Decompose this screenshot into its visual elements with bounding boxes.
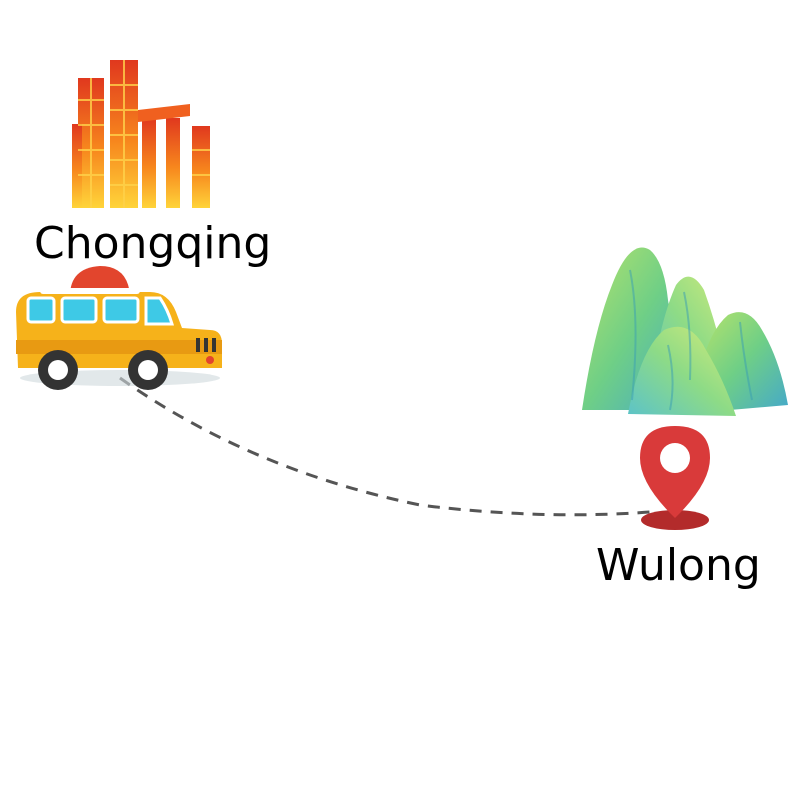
mountains-icon [582,247,788,416]
origin-label: Chongqing [34,218,272,269]
route-line [119,376,651,517]
destination-label: Wulong [596,540,761,591]
car-icon [16,266,222,390]
skyscrapers-icon [72,60,210,208]
map-pin-icon [640,426,710,530]
